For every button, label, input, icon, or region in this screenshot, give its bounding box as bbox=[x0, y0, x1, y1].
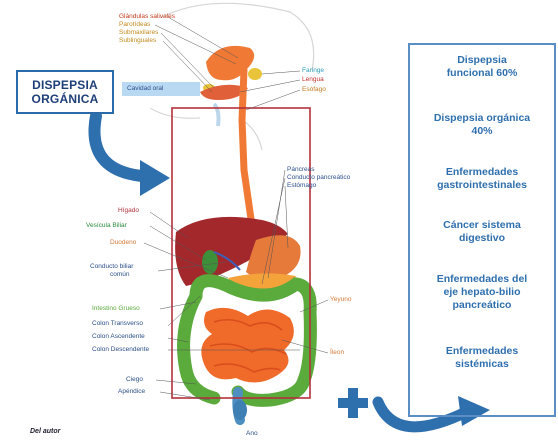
pharynx-label: Faringe bbox=[302, 67, 324, 75]
panel-item-gastrointestinal-line2: gastrointestinales bbox=[410, 179, 554, 192]
jejunum-label: Yeyuno bbox=[330, 296, 351, 304]
tongue-label: Lengua bbox=[302, 76, 324, 84]
panel-item-hepatobiliary-line3: pancreático bbox=[410, 299, 554, 312]
panel-item-systemic-line1: Enfermedades bbox=[410, 345, 554, 358]
oral-cavity-highlight: Cavidad oral bbox=[122, 82, 200, 96]
panel-item-hepatobiliary: Enfermedades del eje hepato-bilio pancre… bbox=[410, 273, 554, 312]
submaxillary-label: Submaxilares bbox=[119, 29, 158, 37]
panel-item-cancer-line2: digestivo bbox=[410, 232, 554, 245]
author-credit: Del autor bbox=[30, 428, 60, 435]
stomach-label: Estómago bbox=[287, 182, 316, 190]
panel-item-functional-line1: Dispepsia bbox=[410, 54, 554, 67]
anus-shape bbox=[233, 400, 247, 420]
liver-label: Hígado bbox=[118, 207, 139, 215]
colon-ascending-label: Colon Ascendente bbox=[92, 333, 145, 341]
panel-item-functional-line2: funcional 60% bbox=[410, 67, 554, 80]
panel-item-organic-line2: 40% bbox=[410, 125, 554, 138]
large-intestine-label: Intestino Grueso bbox=[92, 305, 140, 313]
oral-cavity-label: Cavidad oral bbox=[127, 85, 164, 92]
dispepsia-organica-box: DISPEPSIA ORGÁNICA bbox=[16, 70, 114, 114]
anus-label: Ano bbox=[246, 430, 258, 438]
panel-item-hepatobiliary-line1: Enfermedades del bbox=[410, 273, 554, 286]
colon-descending-label: Colon Descendente bbox=[92, 346, 149, 354]
panel-item-gastrointestinal: Enfermedades gastrointestinales bbox=[410, 166, 554, 192]
parotid-gland bbox=[248, 68, 262, 80]
panel-item-functional: Dispepsia funcional 60% bbox=[410, 54, 554, 80]
arrow-head-left-icon bbox=[140, 160, 170, 196]
pancreatic-duct-label: Conducto pancreático bbox=[287, 174, 350, 182]
salivary-glands-label: Glándulas salivales bbox=[119, 13, 175, 21]
panel-item-organic-line1: Dispepsia orgánica bbox=[410, 112, 554, 125]
organica-box-line1: DISPEPSIA bbox=[32, 78, 98, 92]
bile-duct-label-1: Conducto biliar bbox=[90, 263, 133, 271]
cecum-label: Ciego bbox=[126, 376, 143, 384]
panel-item-gastrointestinal-line1: Enfermedades bbox=[410, 166, 554, 179]
causes-panel: Dispepsia funcional 60% Dispepsia orgáni… bbox=[408, 43, 556, 417]
panel-item-systemic-line2: sistémicas bbox=[410, 358, 554, 371]
pancreas-label: Páncreas bbox=[287, 166, 314, 174]
ileum-label: Íleon bbox=[330, 349, 344, 357]
panel-item-cancer: Cáncer sistema digestivo bbox=[410, 219, 554, 245]
panel-item-cancer-line1: Cáncer sistema bbox=[410, 219, 554, 232]
duodenum-label: Duodeno bbox=[110, 239, 136, 247]
gallbladder-label: Vesícula Biliar bbox=[86, 222, 127, 230]
curved-arrow-left bbox=[94, 116, 142, 176]
appendix-label: Apéndice bbox=[118, 388, 145, 396]
panel-item-organic: Dispepsia orgánica 40% bbox=[410, 112, 554, 138]
sublingual-label: Sublinguales bbox=[119, 37, 156, 45]
panel-item-hepatobiliary-line2: eje hepato-bilio bbox=[410, 286, 554, 299]
plus-vertical bbox=[348, 388, 358, 418]
esophagus-label: Esófago bbox=[302, 86, 326, 94]
colon-transverse-label: Colon Transverso bbox=[92, 320, 143, 328]
panel-item-systemic: Enfermedades sistémicas bbox=[410, 345, 554, 371]
jaw-outline bbox=[150, 108, 200, 118]
bile-duct-label-2: común bbox=[110, 271, 130, 279]
organica-box-line2: ORGÁNICA bbox=[32, 92, 99, 106]
parotid-label: Parotídeas bbox=[119, 21, 150, 29]
